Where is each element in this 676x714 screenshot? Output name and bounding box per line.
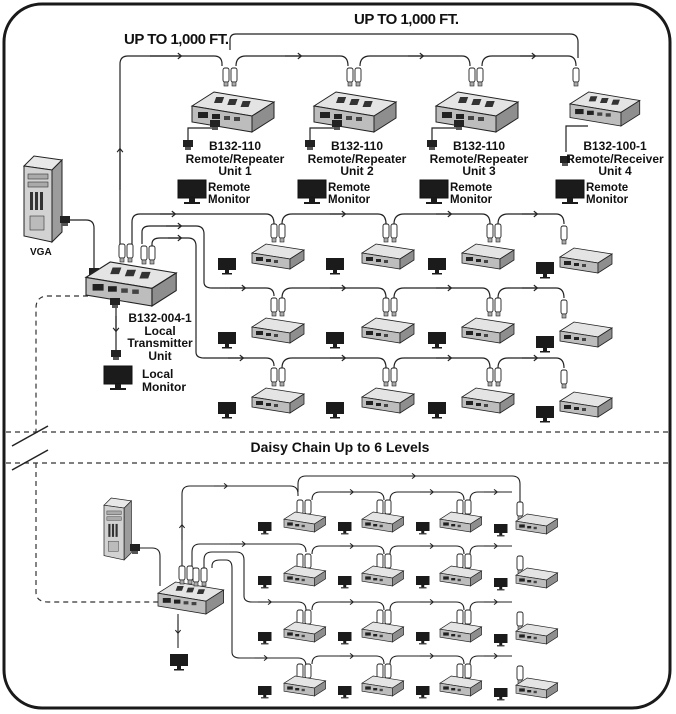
remote-unit-2-label: B132-110 Remote/Repeater Unit 2: [302, 140, 412, 178]
local-monitor-label: Local Monitor: [142, 368, 186, 393]
pc-tower-icon: [23, 155, 63, 243]
distance-label-right: UP TO 1,000 FT.: [354, 11, 459, 28]
local-unit-label: B132-004-1 Local Transmitter Unit: [112, 312, 208, 362]
local-unit-role-1: Local: [144, 323, 176, 338]
remote-monitor-4-line1: Remote: [586, 182, 629, 194]
local-unit-model: B132-004-1: [128, 311, 192, 325]
remote-unit-3-unit: Unit 3: [462, 164, 496, 179]
remote-unit-1-unit: Unit 1: [218, 164, 252, 179]
local-transmitter-device: [85, 261, 177, 307]
remote-monitor-2-label: Remote Monitor: [328, 182, 370, 206]
remote-unit-2-model: B132-110: [330, 139, 384, 153]
remote-monitor-1-line1: Remote: [208, 182, 251, 194]
remote-monitor-1-label: Remote Monitor: [208, 182, 250, 206]
daisy-chain-caption: Daisy Chain Up to 6 Levels: [180, 440, 500, 455]
remote-monitor-2-line2: Monitor: [328, 194, 371, 207]
remote-monitor-4-line2: Monitor: [586, 194, 629, 207]
remote-monitor-1-line2: Monitor: [208, 194, 251, 207]
remote-monitor-2-line1: Remote: [328, 182, 371, 194]
remote-unit-1-role: Remote/Repeater: [185, 151, 285, 166]
remote-unit-2-unit: Unit 2: [340, 164, 374, 179]
remote-unit-3-model: B132-110: [452, 139, 506, 153]
remote-monitor-3-line2: Monitor: [450, 194, 493, 207]
remote-monitor-3-line1: Remote: [450, 182, 493, 194]
remote-unit-4-label: B132-100-1 Remote/Receiver Unit 4: [560, 140, 670, 178]
local-monitor-line1: Local: [142, 367, 174, 381]
distance-bracket-right: [229, 33, 579, 58]
remote-unit-1-model: B132-110: [208, 139, 262, 153]
remote-monitor-3-label: Remote Monitor: [450, 182, 492, 206]
remote-unit-4-model: B132-100-1: [583, 139, 647, 153]
remote-monitor-4-label: Remote Monitor: [586, 182, 628, 206]
local-unit-role-2: Transmitter: [127, 336, 193, 351]
pc-tower-small-icon: [103, 497, 132, 561]
remote-unit-4-unit: Unit 4: [598, 164, 632, 179]
pc-label: VGA: [30, 247, 52, 258]
remote-unit-3-role: Remote/Repeater: [429, 151, 529, 166]
local-monitor-line2: Monitor: [142, 379, 186, 394]
remote-unit-3-label: B132-110 Remote/Repeater Unit 3: [424, 140, 534, 178]
remote-unit-2-role: Remote/Repeater: [307, 151, 407, 166]
distance-label-left: UP TO 1,000 FT.: [124, 31, 229, 48]
remote-unit-4-role: Remote/Receiver: [566, 151, 664, 166]
remote-unit-1-label: B132-110 Remote/Repeater Unit 1: [180, 140, 290, 178]
local-unit-role-3: Unit: [148, 348, 172, 363]
